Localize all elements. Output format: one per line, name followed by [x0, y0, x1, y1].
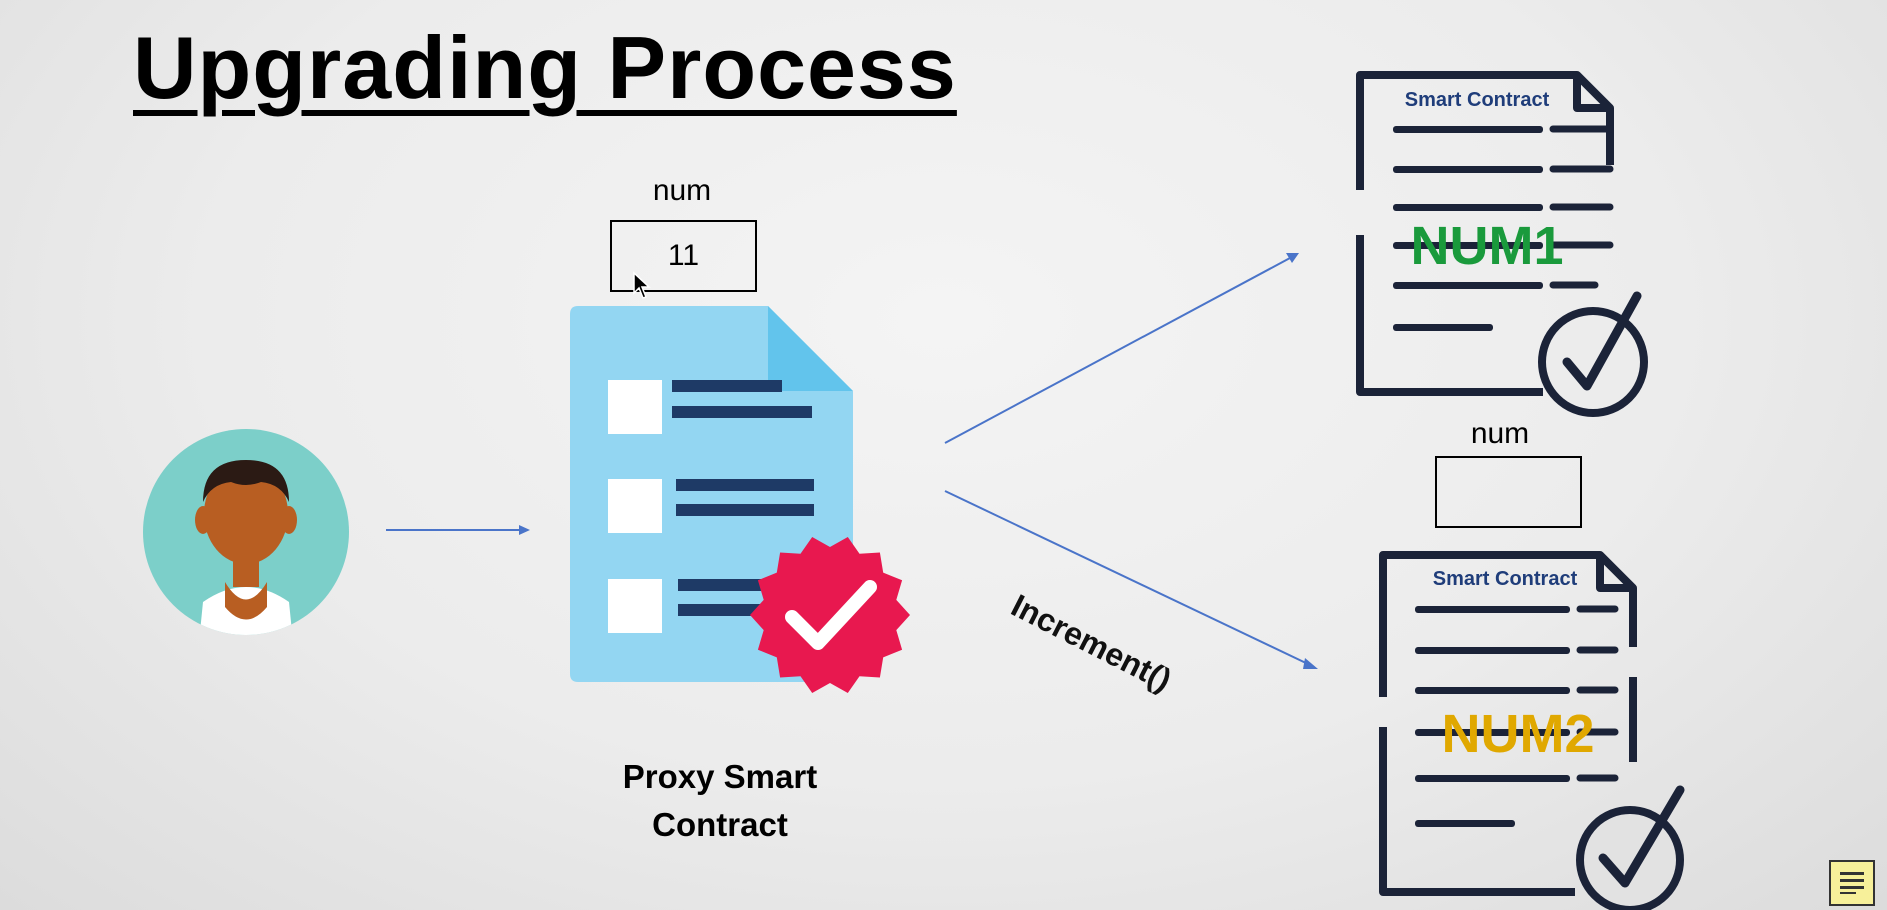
verified-badge-icon	[750, 537, 910, 693]
proxy-checkbox	[608, 479, 662, 533]
contract2-name: NUM2	[1441, 704, 1594, 764]
contract2-num-label: num	[1470, 417, 1530, 450]
proxy-checkbox	[608, 380, 662, 434]
proxy-num-label: num	[652, 174, 712, 207]
page-title: Upgrading Process	[133, 18, 957, 117]
check-circle-icon	[1538, 291, 1648, 417]
user-avatar-icon	[143, 429, 349, 635]
proxy-checkbox	[608, 579, 662, 633]
contract2-num-value-box	[1435, 456, 1582, 528]
smart-contract-num1-document: Smart Contract NUM1	[1356, 71, 1648, 417]
contract1-heading: Smart Contract	[1405, 89, 1550, 111]
check-circle-icon	[1576, 785, 1685, 910]
proxy-num-value-box: 11	[610, 220, 757, 292]
contract1-name: NUM1	[1410, 216, 1563, 276]
proxy-contract-label: Proxy Smart Contract	[622, 758, 818, 843]
channel-logo-icon	[1829, 860, 1875, 906]
arrow-user-to-proxy	[386, 525, 530, 535]
smart-contract-num2-document: Smart Contract NUM2	[1379, 551, 1685, 910]
mouse-cursor-icon	[633, 271, 651, 299]
contract2-heading: Smart Contract	[1433, 568, 1578, 590]
